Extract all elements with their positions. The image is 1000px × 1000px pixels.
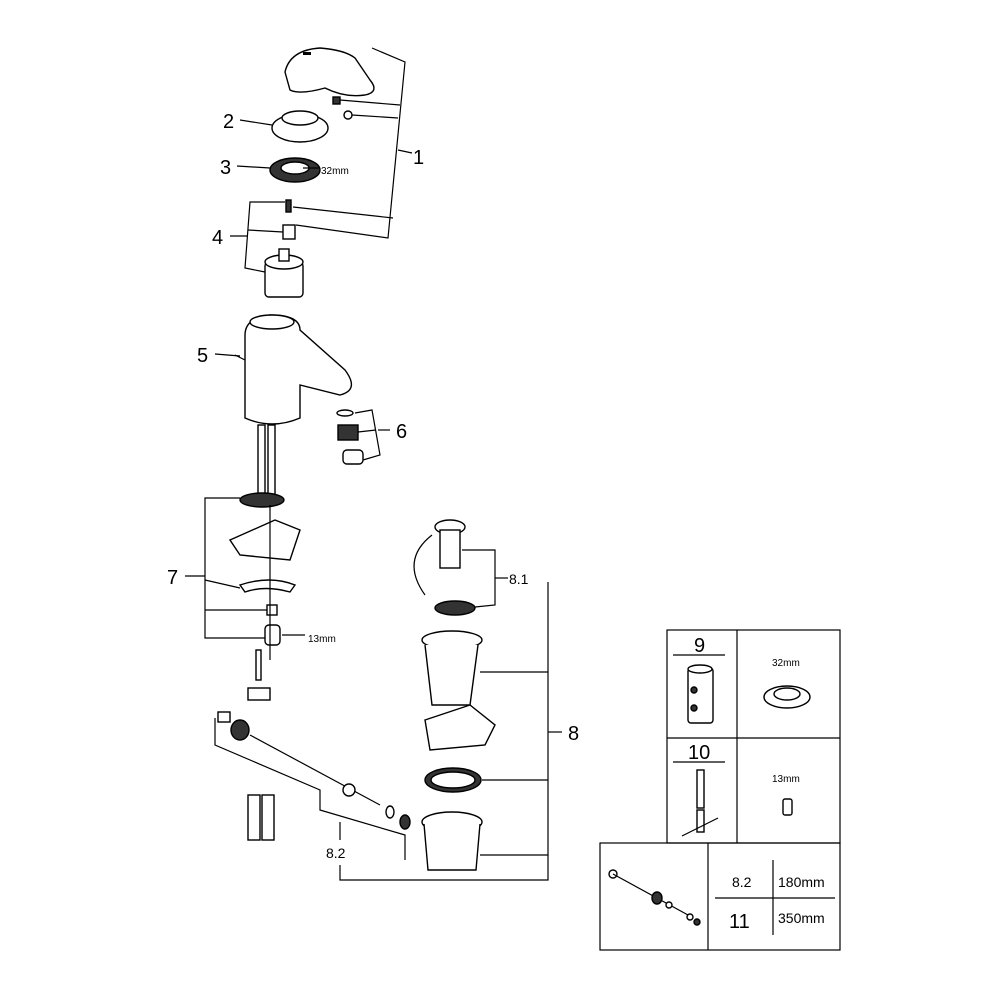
callout-8-1: 8.1 (509, 571, 529, 587)
aerator (336, 409, 364, 465)
nut-32mm (763, 685, 811, 709)
lever-handle (284, 47, 375, 120)
cartridge-nut (269, 157, 321, 183)
tools-table: 9 10 32mm 13mm (666, 629, 841, 844)
callout-7: 7 (167, 567, 178, 589)
t-wrench-10 (681, 769, 719, 837)
callout-2: 2 (223, 111, 234, 133)
callout-8: 8 (568, 723, 579, 745)
callout-4: 4 (212, 227, 223, 249)
dimension-32mm: 32mm (321, 166, 349, 177)
callout-5: 5 (197, 345, 208, 367)
dimension-13mm: 13mm (308, 634, 336, 645)
callout-1: 1 (413, 147, 424, 169)
callout-8-2: 8.2 (326, 845, 346, 861)
rod-length-180mm: 180mm (778, 874, 825, 890)
tool-10-size: 13mm (772, 774, 800, 785)
callout-6: 6 (396, 421, 407, 443)
socket-wrench-9 (687, 664, 714, 724)
waste-drain (413, 519, 496, 871)
nut-13mm (782, 798, 793, 816)
cartridge-assembly (264, 199, 304, 298)
callout-3: 3 (220, 157, 231, 179)
leader-lines (185, 47, 562, 881)
mounting-set (228, 492, 301, 660)
pop-up-rod (217, 649, 411, 841)
rod-part-11: 11 (729, 911, 750, 933)
rod-part-8-2: 8.2 (732, 874, 752, 890)
cover-cap (271, 110, 329, 143)
tool-9-size: 32mm (772, 658, 800, 669)
rod-length-350mm: 350mm (778, 910, 825, 926)
pop-up-rod-icon (608, 869, 701, 926)
faucet-body (234, 314, 353, 496)
tool-9-number: 9 (694, 635, 705, 657)
rod-length-table: 8.2 180mm 11 350mm (599, 842, 841, 951)
tool-10-number: 10 (688, 742, 710, 764)
